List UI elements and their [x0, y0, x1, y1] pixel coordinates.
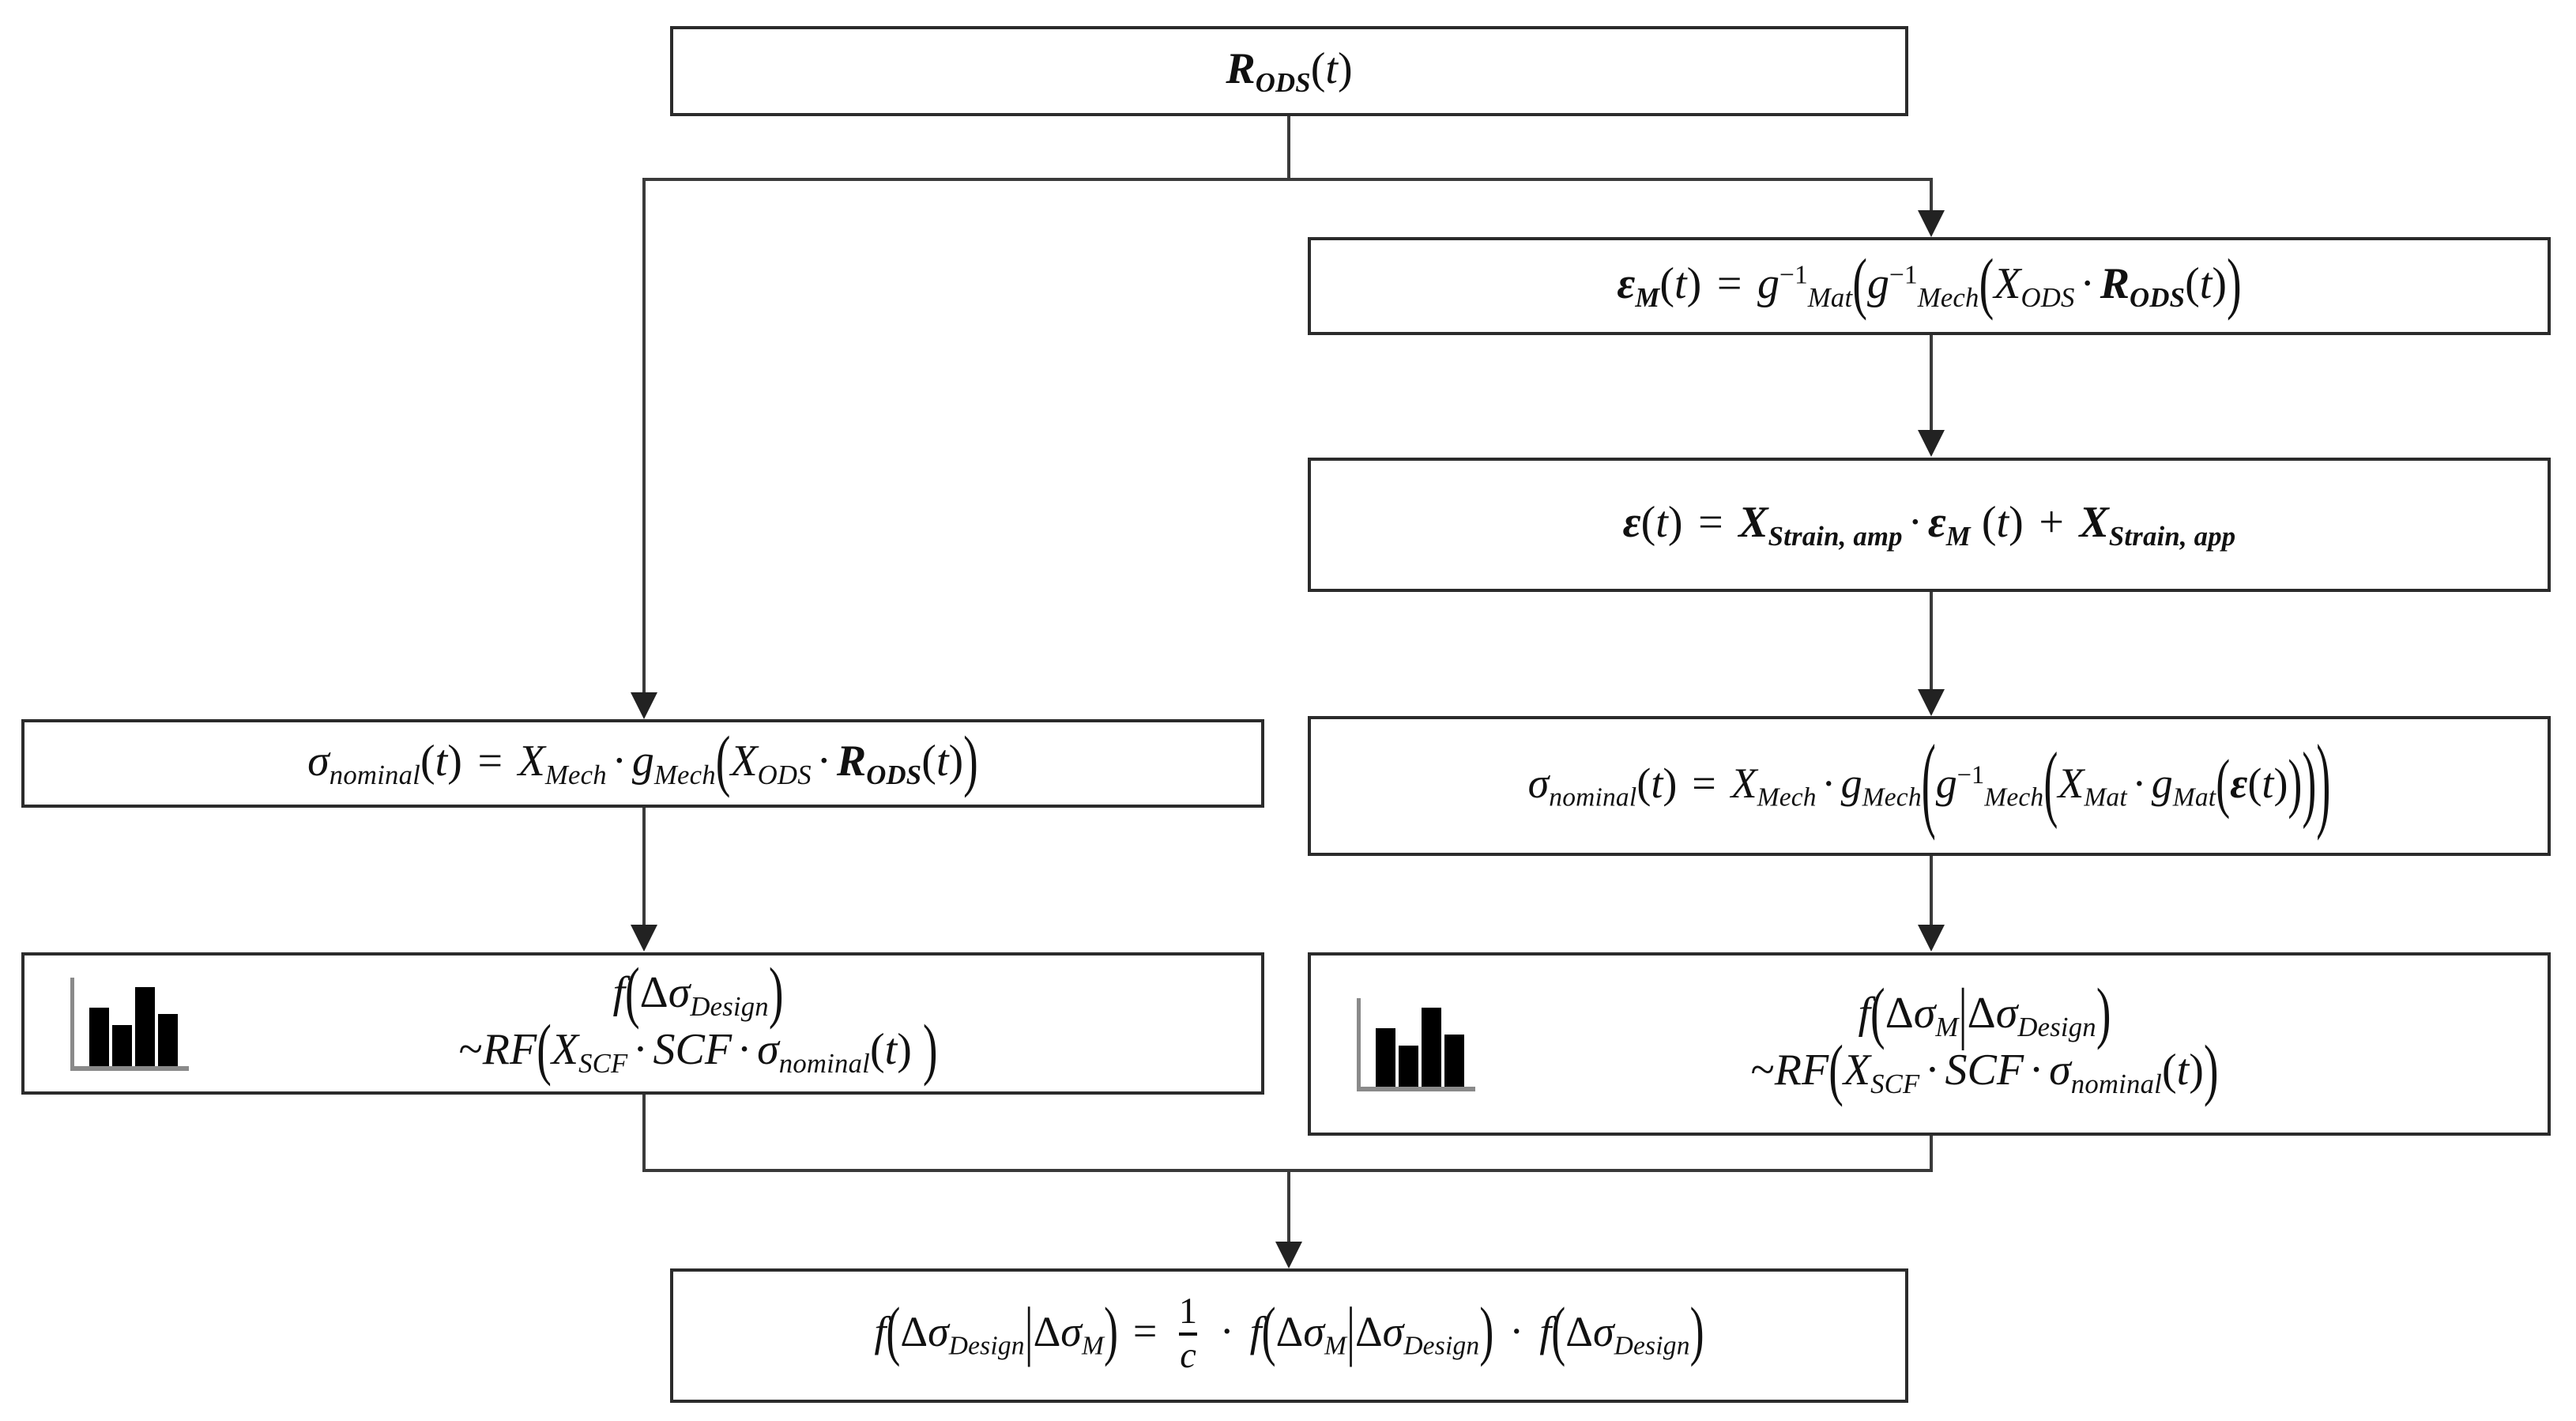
- node-likelihood-line2: ~RF(XSCF·SCF·σnominal(t)): [1750, 1031, 2219, 1109]
- node-prior-line2: ~RF(XSCF·SCF·σnominal(t) ): [458, 1011, 938, 1088]
- node-epsilon-m-equation: εM(t) = g−1Mat(g−1Mech(XODS·RODS(t)): [1617, 245, 2242, 322]
- edge-rods-stub: [1287, 116, 1290, 179]
- histogram-x-axis: [1357, 1087, 1475, 1091]
- histogram-x-axis: [70, 1066, 189, 1071]
- edge-sigma-left-to-prior: [642, 808, 646, 925]
- edge-arrow-sigma-left: [631, 692, 657, 719]
- fraction-numerator: 1: [1178, 1291, 1198, 1332]
- node-likelihood-equation: f(ΔσM|ΔσDesign) ~RF(XSCF·SCF·σnominal(t)…: [1311, 974, 2548, 1109]
- edge-epsilon-m-to-epsilon: [1930, 335, 1933, 430]
- node-prior: f(ΔσDesign) ~RF(XSCF·SCF·σnominal(t) ): [21, 952, 1264, 1095]
- node-rods-equation: RODS(t): [1226, 43, 1353, 99]
- histogram-y-axis: [1357, 998, 1361, 1091]
- histogram-bar: [1376, 1027, 1395, 1087]
- node-posterior: f(ΔσDesign|ΔσM) = 1 c · f(ΔσM|ΔσDesign) …: [670, 1268, 1908, 1403]
- fraction-bar: [1178, 1332, 1198, 1336]
- edge-rods-to-sigma-left: [642, 178, 646, 693]
- node-epsilon: ε(t) = XStrain, amp·εM (t) + XStrain, ap…: [1308, 458, 2551, 592]
- edge-likelihood-to-merge: [1930, 1136, 1933, 1172]
- histogram-icon: [1357, 997, 1475, 1091]
- edge-arrow-sigma-right: [1918, 689, 1945, 716]
- edge-prior-to-merge: [642, 1095, 646, 1172]
- histogram-bar: [1444, 1035, 1464, 1087]
- node-sigma-nominal-right: σnominal(t) = XMech·gMech(g−1Mech(XMat·g…: [1308, 716, 2551, 856]
- histogram-bar: [1399, 1046, 1418, 1087]
- histogram-bar: [135, 987, 155, 1066]
- histogram-icon: [70, 976, 189, 1071]
- node-epsilon-equation: ε(t) = XStrain, amp·εM (t) + XStrain, ap…: [1622, 497, 2236, 552]
- fraction-one-over-c: 1 c: [1178, 1291, 1198, 1376]
- histogram-bar: [112, 1025, 132, 1066]
- node-rods: RODS(t): [670, 26, 1908, 116]
- histogram-bar: [158, 1014, 178, 1066]
- edge-arrow-prior: [631, 925, 657, 952]
- node-prior-equation: f(ΔσDesign) ~RF(XSCF·SCF·σnominal(t) ): [24, 954, 1261, 1088]
- node-sigma-nominal-left-equation: σnominal(t) = XMech·gMech(XODS·RODS(t)): [307, 722, 978, 799]
- histogram-y-axis: [70, 978, 74, 1071]
- node-sigma-nominal-left: σnominal(t) = XMech·gMech(XODS·RODS(t)): [21, 719, 1264, 808]
- edge-epsilon-to-sigma-right: [1930, 592, 1933, 689]
- edge-arrow-epsilon: [1918, 430, 1945, 457]
- edge-arrow-posterior: [1275, 1242, 1302, 1268]
- edge-arrow-epsilon-m: [1918, 210, 1945, 237]
- node-posterior-equation: f(ΔσDesign|ΔσM) = 1 c · f(ΔσM|ΔσDesign) …: [874, 1291, 1704, 1376]
- edge-merge-to-posterior: [1287, 1169, 1290, 1242]
- node-likelihood-line1: f(ΔσM|ΔσDesign): [1858, 974, 2111, 1051]
- histogram-bar: [89, 1007, 109, 1066]
- edge-rods-to-epsilon-m: [1930, 178, 1933, 211]
- node-likelihood: f(ΔσM|ΔσDesign) ~RF(XSCF·SCF·σnominal(t)…: [1308, 952, 2551, 1136]
- histogram-bar: [1422, 1008, 1441, 1087]
- node-epsilon-m: εM(t) = g−1Mat(g−1Mech(XODS·RODS(t)): [1308, 237, 2551, 335]
- fraction-denominator: c: [1180, 1336, 1196, 1376]
- edge-sigma-right-to-likelihood: [1930, 856, 1933, 925]
- node-sigma-nominal-right-equation: σnominal(t) = XMech·gMech(g−1Mech(XMat·g…: [1527, 722, 2331, 842]
- edge-top-bus: [642, 178, 1933, 181]
- node-prior-line1: f(ΔσDesign): [612, 954, 784, 1031]
- edge-arrow-likelihood: [1918, 925, 1945, 952]
